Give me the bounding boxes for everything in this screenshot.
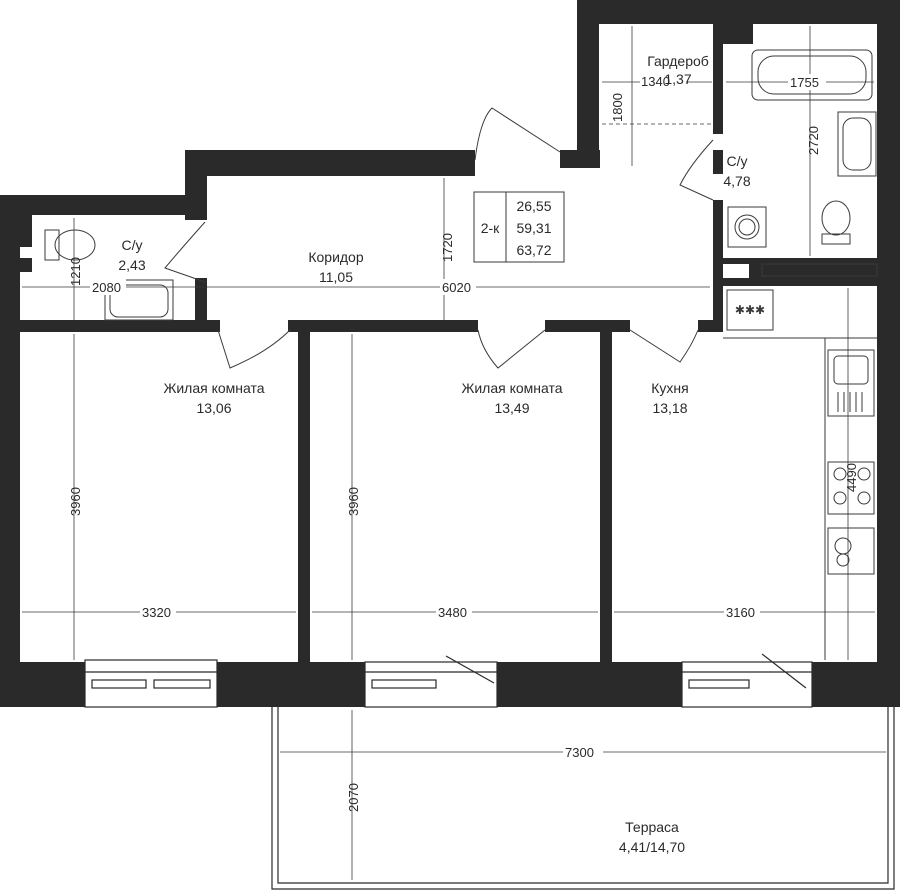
room-bath-small-area: 2,43 xyxy=(118,257,145,273)
dim-terrace-width: 7300 xyxy=(565,745,594,760)
area-with-terrace: 63,72 xyxy=(516,242,551,258)
room-corridor-area: 11,05 xyxy=(319,269,353,285)
svg-text:✱✱✱: ✱✱✱ xyxy=(735,303,765,317)
dim-kitchen-width: 3160 xyxy=(726,605,755,620)
dim-living2-height: 3960 xyxy=(346,487,361,516)
dim-living1-height: 3960 xyxy=(68,487,83,516)
room-terrace-name: Терраса xyxy=(625,819,679,835)
dimension-lines xyxy=(22,26,886,880)
dim-wardrobe-height: 1800 xyxy=(610,93,625,122)
apartment-type: 2-к xyxy=(481,220,500,236)
room-terrace-area: 4,41/14,70 xyxy=(619,839,685,855)
dim-bath-height: 2720 xyxy=(806,126,821,155)
dim-small-bath-height: 1210 xyxy=(68,257,83,286)
room-living2-area: 13,49 xyxy=(494,400,529,416)
dim-living1-width: 3320 xyxy=(142,605,171,620)
room-wardrobe-area: 1,37 xyxy=(664,71,691,87)
doors xyxy=(164,107,714,369)
room-kitchen-name: Кухня xyxy=(651,380,688,396)
room-kitchen-area: 13,18 xyxy=(652,400,687,416)
walls xyxy=(0,0,900,707)
room-living2-name: Жилая комната xyxy=(461,380,562,396)
dim-wardrobe-width: 1340 xyxy=(641,74,670,89)
dim-small-bath-width: 2080 xyxy=(92,280,121,295)
room-wardrobe-name: Гардероб xyxy=(647,53,709,69)
area-living: 26,55 xyxy=(516,198,551,214)
dim-terrace-height: 2070 xyxy=(346,783,361,812)
room-bath-large-name: С/у xyxy=(727,153,748,169)
room-labels: Гардероб 1,37 С/у 4,78 С/у 2,43 Коридор … xyxy=(118,53,750,855)
room-living1-area: 13,06 xyxy=(196,400,231,416)
windows xyxy=(84,653,813,708)
room-bath-small-name: С/у xyxy=(122,237,143,253)
dim-corridor-height: 1720 xyxy=(440,233,455,262)
room-bath-large-area: 4,78 xyxy=(723,173,750,189)
room-living1-name: Жилая комната xyxy=(163,380,264,396)
dim-kitchen-height: 4490 xyxy=(844,463,859,492)
area-summary-box: 2-к 26,55 59,31 63,72 xyxy=(473,191,565,263)
dim-corridor-width: 6020 xyxy=(442,280,471,295)
dim-bath-width: 1755 xyxy=(790,75,819,90)
fixtures: ✱✱✱ xyxy=(44,49,877,660)
terrace-outline xyxy=(271,707,895,890)
dim-living2-width: 3480 xyxy=(438,605,467,620)
area-total: 59,31 xyxy=(516,220,551,236)
room-corridor-name: Коридор xyxy=(308,249,364,265)
dimension-labels: 1340 1800 1755 2720 1210 2080 1720 6020 … xyxy=(68,72,859,812)
